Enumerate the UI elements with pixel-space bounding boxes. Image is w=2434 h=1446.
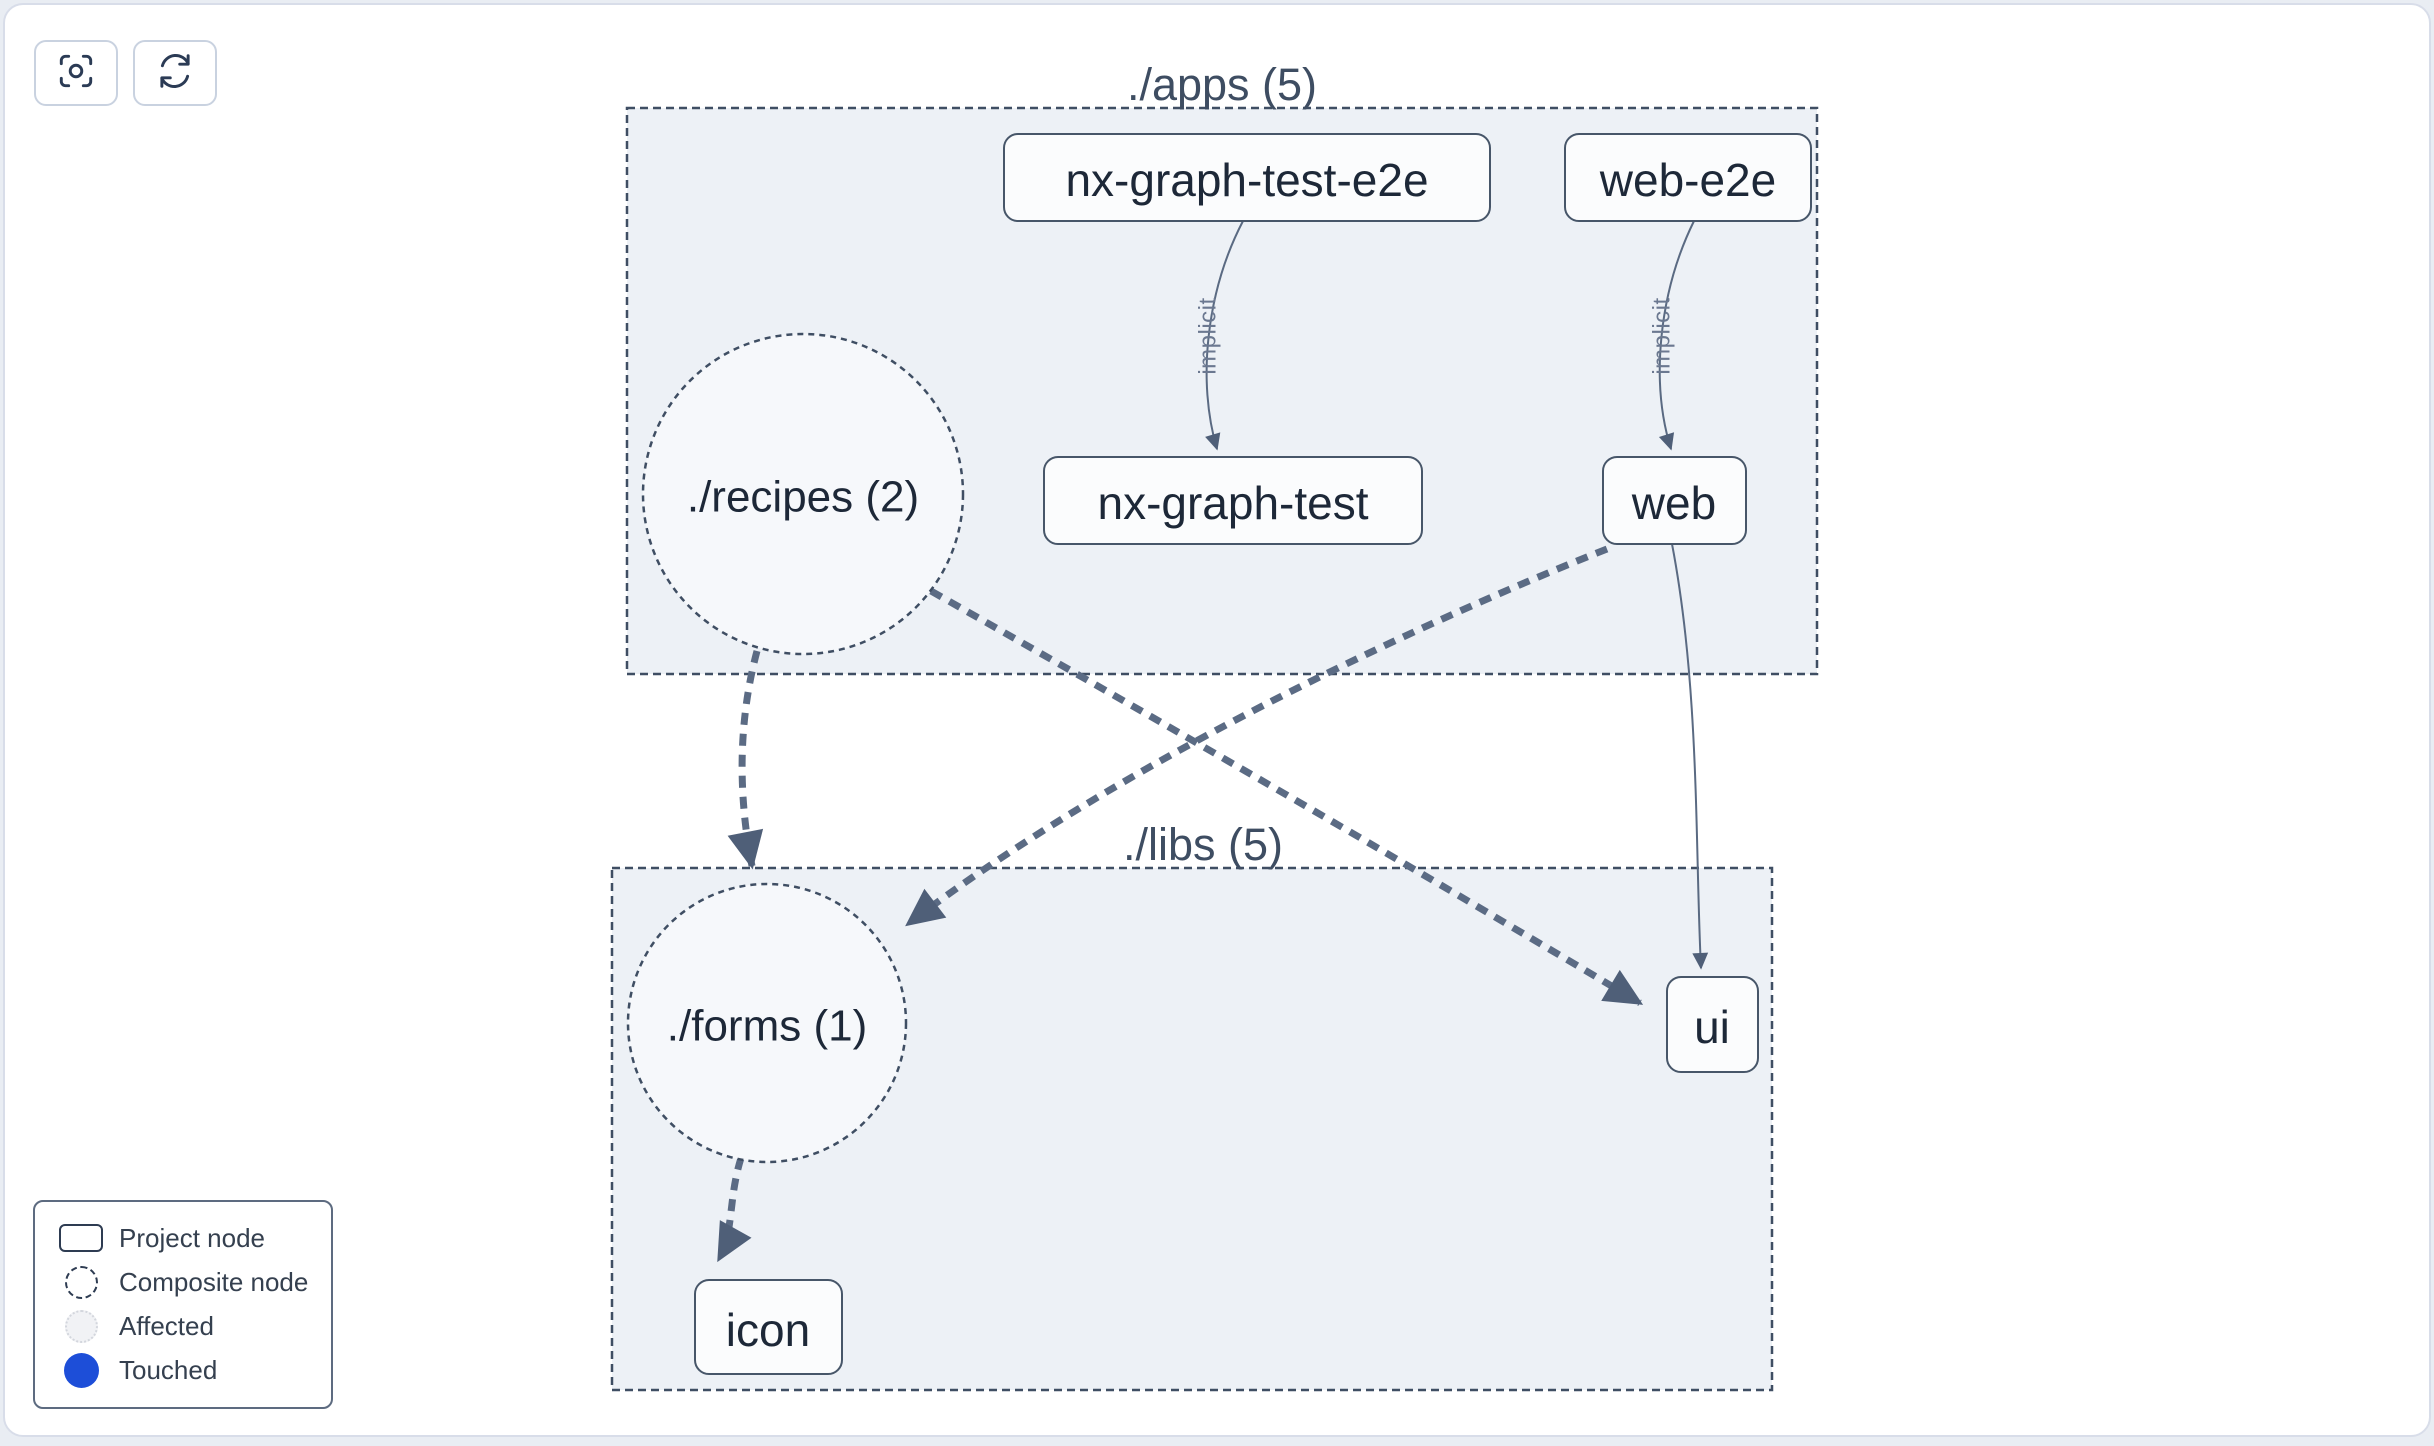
legend-item-project-node: Project node <box>55 1218 311 1258</box>
edge-web-to-forms <box>905 545 1609 927</box>
node-ui-label: ui <box>1694 1001 1730 1053</box>
edge-nx-graph-test-e2e-to-nx-graph-test <box>1205 220 1244 451</box>
legend: Project node Composite node Affected Tou… <box>33 1200 333 1409</box>
node-forms-composite[interactable]: ./forms (1) <box>626 882 908 1164</box>
focus-icon <box>55 50 97 97</box>
focus-button[interactable] <box>34 40 118 106</box>
node-icon[interactable]: icon <box>694 1279 843 1375</box>
affected-swatch <box>64 1310 98 1344</box>
node-recipes-label: ./recipes (2) <box>687 473 919 522</box>
node-ui[interactable]: ui <box>1666 976 1759 1073</box>
node-nx-graph-test-e2e[interactable]: nx-graph-test-e2e <box>1003 133 1491 222</box>
legend-item-touched: Touched <box>55 1351 311 1391</box>
touched-swatch <box>63 1353 99 1389</box>
node-forms-label: ./forms (1) <box>667 1002 867 1051</box>
cluster-libs-title: ./libs (5) <box>1123 819 1283 870</box>
edge-label-implicit: implicit <box>1649 297 1676 374</box>
legend-label: Composite node <box>119 1266 309 1297</box>
node-web[interactable]: web <box>1602 456 1747 545</box>
refresh-icon <box>154 50 196 97</box>
legend-label: Touched <box>119 1355 218 1386</box>
node-web-e2e[interactable]: web-e2e <box>1564 133 1812 222</box>
cluster-apps-title: ./apps (5) <box>1127 59 1317 110</box>
edge-web-to-ui <box>1671 543 1709 970</box>
composite-node-swatch <box>64 1265 98 1299</box>
node-web-label: web <box>1631 477 1716 529</box>
node-icon-label: icon <box>726 1304 810 1356</box>
edge-web-e2e-to-web <box>1658 220 1695 451</box>
edge-recipes-to-forms <box>727 650 764 870</box>
node-nx-graph-test-e2e-label: nx-graph-test-e2e <box>1065 154 1428 206</box>
node-web-e2e-label: web-e2e <box>1599 154 1776 206</box>
edge-forms-to-icon <box>715 1156 752 1263</box>
legend-item-composite-node: Composite node <box>55 1262 311 1302</box>
refresh-button[interactable] <box>133 40 217 106</box>
legend-item-affected: Affected <box>55 1307 311 1347</box>
edge-label-implicit: implicit <box>1195 297 1222 374</box>
legend-label: Affected <box>119 1311 214 1342</box>
legend-label: Project node <box>119 1222 265 1253</box>
node-nx-graph-test-label: nx-graph-test <box>1097 477 1368 529</box>
node-nx-graph-test[interactable]: nx-graph-test <box>1043 456 1423 545</box>
project-node-swatch <box>59 1224 103 1252</box>
node-recipes-composite[interactable]: ./recipes (2) <box>641 332 965 656</box>
